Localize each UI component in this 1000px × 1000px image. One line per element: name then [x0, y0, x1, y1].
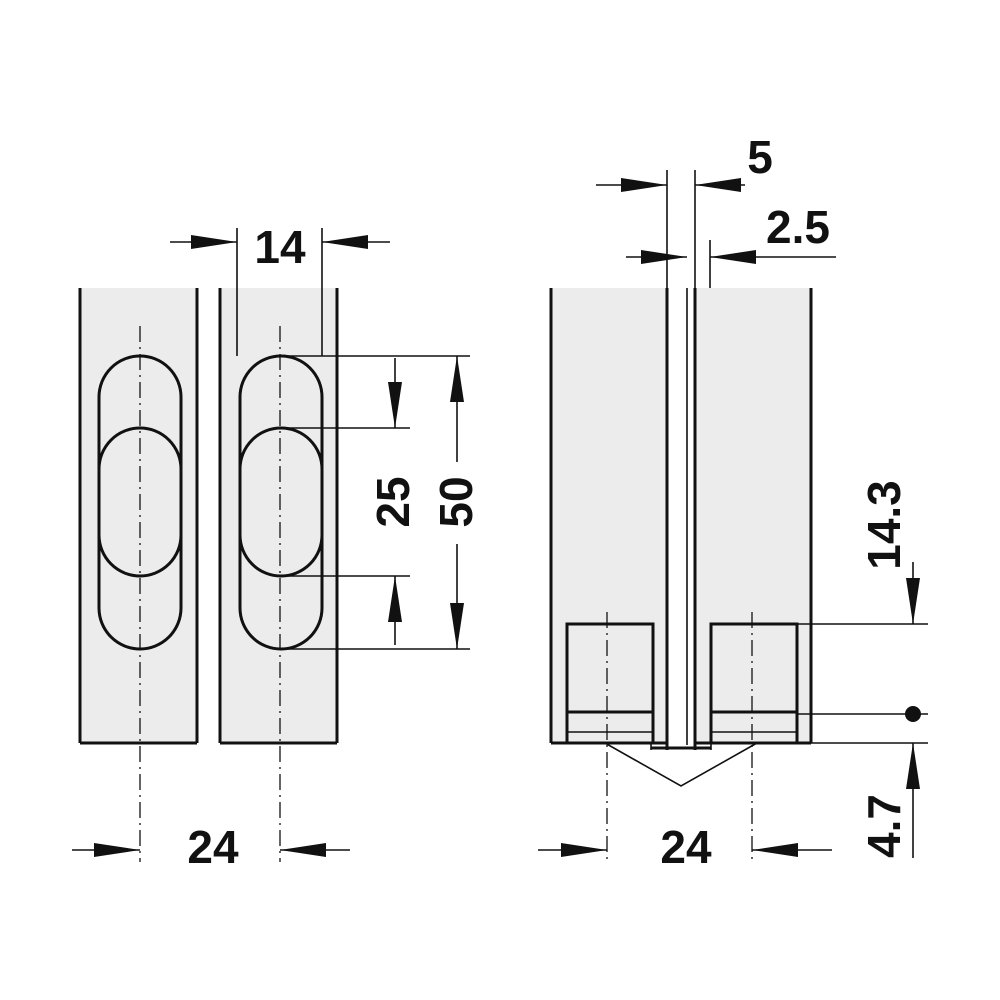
front-view: 14 25 50 24 — [72, 221, 482, 873]
side-left-panel — [549, 288, 669, 750]
front-left-panel — [78, 288, 199, 862]
dimension-side-width-bottom: 24 — [538, 821, 832, 873]
dimension-front-length-outer: 50 — [430, 356, 482, 649]
front-right-panel — [218, 288, 339, 862]
hinge-pivot-projection — [604, 742, 758, 787]
side-view: 5 2.5 14.3 4.7 — [538, 131, 928, 873]
dim-label-2-5: 2.5 — [766, 201, 830, 253]
dimension-side-gap: 5 — [596, 131, 773, 288]
dim-label-14: 14 — [254, 221, 306, 273]
dimension-front-width-top: 14 — [170, 221, 390, 356]
dim-label-4-7: 4.7 — [858, 794, 910, 858]
reference-point — [905, 706, 921, 722]
side-left-cup — [565, 612, 655, 862]
dimension-side-height: 14.3 — [858, 480, 920, 624]
dim-label-50: 50 — [430, 476, 482, 527]
front-left-slot-inner — [97, 426, 183, 578]
dim-label-14-3: 14.3 — [858, 480, 910, 570]
dim-label-25: 25 — [367, 476, 419, 527]
side-right-panel — [693, 288, 813, 750]
dimension-side-depth: 4.7 — [858, 743, 920, 858]
dim-label-24-side: 24 — [660, 821, 712, 873]
dimension-side-offset: 2.5 — [626, 201, 836, 288]
dimension-front-width-bottom: 24 — [72, 821, 350, 873]
dimension-front-length-inner: 25 — [367, 358, 419, 645]
dim-label-5: 5 — [747, 131, 773, 183]
side-right-cup — [709, 612, 799, 862]
dim-label-24-front: 24 — [187, 821, 239, 873]
